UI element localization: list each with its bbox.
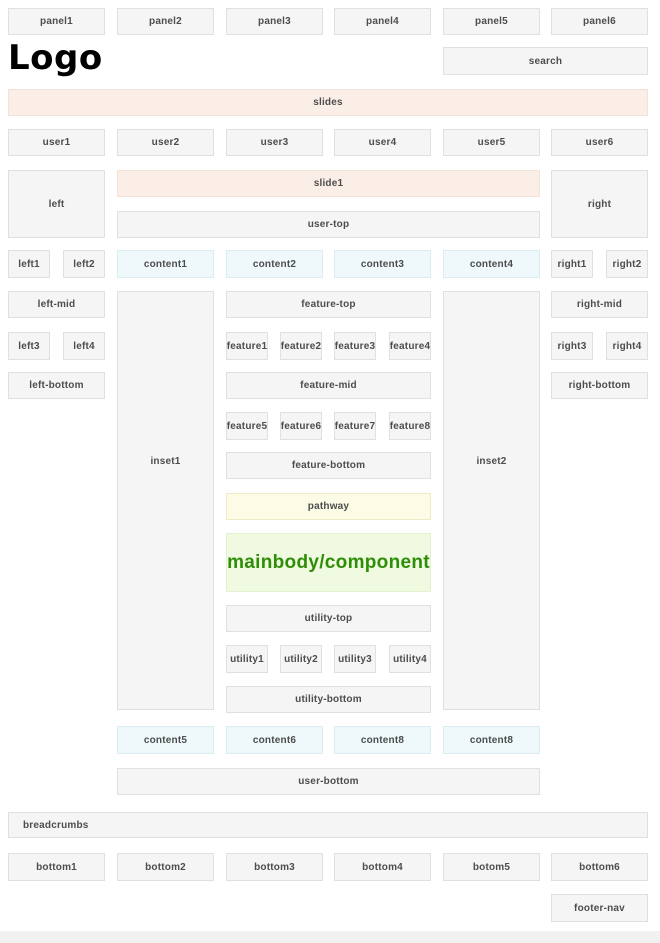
panel-1[interactable]: panel1 xyxy=(8,8,105,35)
panel-4[interactable]: panel4 xyxy=(334,8,431,35)
right-4[interactable]: right4 xyxy=(606,332,648,360)
footer-nav[interactable]: footer-nav xyxy=(551,894,648,922)
user-5[interactable]: user5 xyxy=(443,129,540,156)
bottom-4[interactable]: bottom4 xyxy=(334,853,431,881)
logo[interactable]: Logo xyxy=(8,38,103,78)
feature-2[interactable]: feature2 xyxy=(280,332,322,360)
user-top-bar: user-top xyxy=(117,211,540,238)
content-8[interactable]: content8 xyxy=(443,726,540,754)
mainbody-component-region: mainbody/component xyxy=(226,533,431,592)
bottom-1[interactable]: bottom1 xyxy=(8,853,105,881)
bottom-3[interactable]: bottom3 xyxy=(226,853,323,881)
panel-3[interactable]: panel3 xyxy=(226,8,323,35)
content-5[interactable]: content5 xyxy=(117,726,214,754)
left-bottom-bar: left-bottom xyxy=(8,372,105,399)
feature-1[interactable]: feature1 xyxy=(226,332,268,360)
feature-4[interactable]: feature4 xyxy=(389,332,431,360)
bottom-2[interactable]: bottom2 xyxy=(117,853,214,881)
feature-bottom-bar: feature-bottom xyxy=(226,452,431,479)
inset2-region: inset2 xyxy=(443,291,540,710)
user-1[interactable]: user1 xyxy=(8,129,105,156)
utility-2[interactable]: utility2 xyxy=(280,645,322,673)
feature-6[interactable]: feature6 xyxy=(280,412,322,440)
user-3[interactable]: user3 xyxy=(226,129,323,156)
utility-4[interactable]: utility4 xyxy=(389,645,431,673)
slides-region: slides xyxy=(8,89,648,116)
bottom-5[interactable]: botom5 xyxy=(443,853,540,881)
right-2[interactable]: right2 xyxy=(606,250,648,278)
slide1-region: slide1 xyxy=(117,170,540,197)
feature-top-bar: feature-top xyxy=(226,291,431,318)
utility-bottom-bar: utility-bottom xyxy=(226,686,431,713)
panel-5[interactable]: panel5 xyxy=(443,8,540,35)
feature-mid-bar: feature-mid xyxy=(226,372,431,399)
search-box[interactable]: search xyxy=(443,47,648,75)
pathway-bar: pathway xyxy=(226,493,431,520)
feature-3[interactable]: feature3 xyxy=(334,332,376,360)
panel-2[interactable]: panel2 xyxy=(117,8,214,35)
utility-top-bar: utility-top xyxy=(226,605,431,632)
feature-8[interactable]: feature8 xyxy=(389,412,431,440)
feature-7[interactable]: feature7 xyxy=(334,412,376,440)
user-2[interactable]: user2 xyxy=(117,129,214,156)
feature-5[interactable]: feature5 xyxy=(226,412,268,440)
right-bottom-bar: right-bottom xyxy=(551,372,648,399)
right-3[interactable]: right3 xyxy=(551,332,593,360)
right-1[interactable]: right1 xyxy=(551,250,593,278)
content-4[interactable]: content4 xyxy=(443,250,540,278)
user-6[interactable]: user6 xyxy=(551,129,648,156)
left-1[interactable]: left1 xyxy=(8,250,50,278)
content-1[interactable]: content1 xyxy=(117,250,214,278)
content-7[interactable]: content8 xyxy=(334,726,431,754)
left-2[interactable]: left2 xyxy=(63,250,105,278)
user-bottom-bar: user-bottom xyxy=(117,768,540,795)
content-2[interactable]: content2 xyxy=(226,250,323,278)
inset1-region: inset1 xyxy=(117,291,214,710)
left-4[interactable]: left4 xyxy=(63,332,105,360)
left-region: left xyxy=(8,170,105,238)
panel-6[interactable]: panel6 xyxy=(551,8,648,35)
breadcrumb[interactable]: breadcrumbs xyxy=(8,812,648,838)
utility-1[interactable]: utility1 xyxy=(226,645,268,673)
bottom-6[interactable]: bottom6 xyxy=(551,853,648,881)
left-mid-bar: left-mid xyxy=(8,291,105,318)
user-4[interactable]: user4 xyxy=(334,129,431,156)
content-3[interactable]: content3 xyxy=(334,250,431,278)
content-6[interactable]: content6 xyxy=(226,726,323,754)
right-mid-bar: right-mid xyxy=(551,291,648,318)
right-region: right xyxy=(551,170,648,238)
utility-3[interactable]: utility3 xyxy=(334,645,376,673)
left-3[interactable]: left3 xyxy=(8,332,50,360)
